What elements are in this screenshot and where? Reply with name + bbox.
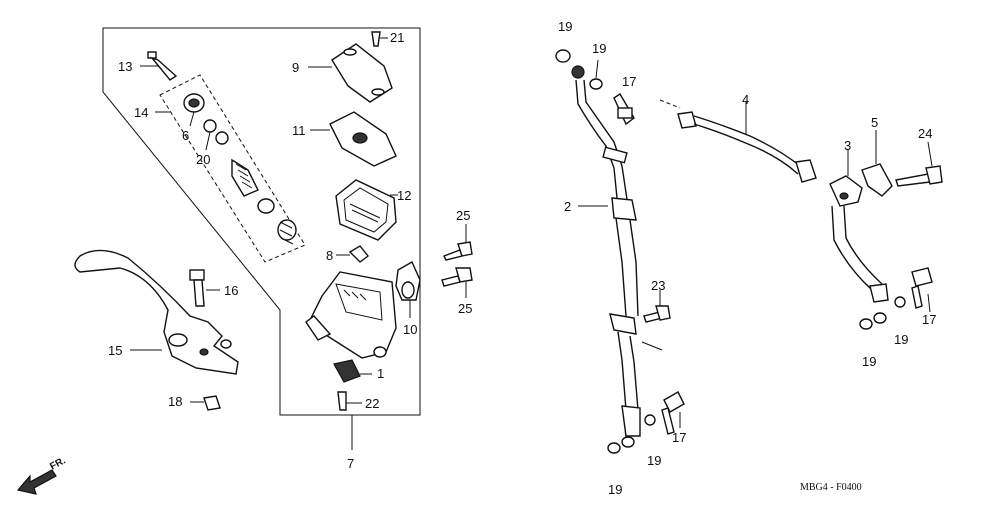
diaphragm-plate-11: [310, 111, 397, 167]
label-19: 19: [558, 19, 572, 34]
piston-cup-6: [183, 93, 205, 127]
label-19: 19: [862, 354, 876, 369]
label-18: 18: [168, 394, 182, 409]
label-10: 10: [403, 322, 417, 337]
label-7: 7: [347, 456, 354, 471]
brake-hose-3: [829, 150, 889, 303]
label-25: 25: [456, 208, 470, 223]
brake-hose-4: [659, 99, 817, 183]
label-15: 15: [108, 343, 122, 358]
label-2: 2: [564, 199, 571, 214]
label-19: 19: [894, 332, 908, 347]
kit-14-outline: [159, 74, 306, 263]
brake-hose-2: [555, 49, 663, 454]
bolt-17-c: [894, 267, 933, 313]
bracket-5: [861, 130, 893, 197]
reservoir-cap-9: [308, 43, 393, 103]
bolt-24: [895, 141, 943, 187]
label-13: 13: [118, 59, 132, 74]
label-12: 12: [397, 188, 411, 203]
label-21: 21: [390, 30, 404, 45]
label-22: 22: [365, 396, 379, 411]
label-20: 20: [196, 152, 210, 167]
label-3: 3: [844, 138, 851, 153]
screw-21: [371, 31, 388, 47]
label-9: 9: [292, 60, 299, 75]
master-cylinder-body: [305, 271, 397, 359]
bolt-25-lower: [441, 267, 473, 298]
label-19: 19: [592, 41, 606, 56]
clip-8: [336, 245, 369, 263]
label-4: 4: [742, 92, 749, 107]
label-14: 14: [134, 105, 148, 120]
diagram-code: MBG4 - F0400: [800, 482, 862, 493]
washer-19-a: [589, 59, 603, 90]
circlip-20: [203, 119, 229, 151]
pivot-bolt-16: [189, 269, 220, 307]
bolt-23: [643, 290, 671, 323]
diaphragm-12: [335, 179, 398, 241]
label-17: 17: [922, 312, 936, 327]
label-8: 8: [326, 248, 333, 263]
piston-spring: [231, 158, 297, 245]
label-11: 11: [292, 123, 306, 138]
front-arrow-icon: [16, 469, 57, 495]
holder-10: [395, 261, 421, 318]
bolt-25-upper: [443, 224, 473, 261]
washer-19-c: [859, 312, 887, 330]
label-17: 17: [622, 74, 636, 89]
label-24: 24: [918, 126, 932, 141]
label-25: 25: [458, 301, 472, 316]
label-16: 16: [224, 283, 238, 298]
label-17: 17: [672, 430, 686, 445]
screw-22: [337, 391, 362, 411]
label-19: 19: [647, 453, 661, 468]
nut-18: [190, 395, 221, 411]
assembly-outline: [102, 27, 421, 416]
label-23: 23: [651, 278, 665, 293]
label-19: 19: [608, 482, 622, 497]
bolt-13: [140, 51, 178, 81]
brake-lever-15: [74, 249, 239, 375]
bolt-17-a: [613, 93, 635, 126]
front-arrow-label: FR.: [48, 455, 68, 472]
label-6: 6: [182, 128, 189, 143]
label-1: 1: [377, 366, 384, 381]
stop-switch-1: [333, 359, 372, 383]
bolt-17-b: [644, 391, 685, 435]
label-5: 5: [871, 115, 878, 130]
